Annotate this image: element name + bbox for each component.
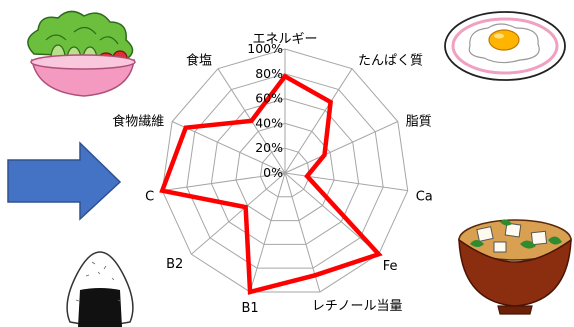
grid-spoke [284, 172, 321, 293]
series-line [159, 73, 383, 295]
tick-label: 20% [255, 140, 283, 155]
grid-spoke [162, 172, 286, 192]
category-label: Ca [416, 190, 433, 205]
fried-egg-illustration [444, 11, 566, 81]
tick-label: 100% [247, 41, 283, 56]
tick-label: 80% [255, 66, 283, 81]
category-label: B2 [166, 257, 183, 272]
grid-spoke [249, 172, 286, 293]
category-label: エネルギー [252, 32, 317, 47]
radial-tick-labels: 0% 20% 40% 60% 80% 100% [247, 41, 283, 180]
grid-spoke [284, 172, 380, 255]
salad-bowl-illustration [27, 10, 136, 97]
category-label: 食塩 [186, 53, 212, 69]
grid-ring-20 [259, 147, 311, 198]
category-label: Fe [383, 259, 398, 274]
grid-spoke [190, 172, 286, 255]
grid-ring-100 [161, 48, 409, 293]
grid-spoke [171, 121, 286, 174]
category-label: C [145, 190, 154, 205]
category-label: たんぱく質 [358, 54, 423, 69]
category-label: レチノール当量 [312, 299, 403, 314]
grid-spoke [284, 121, 399, 174]
category-label: 食物繊維 [112, 113, 164, 129]
onigiri-illustration [66, 251, 134, 327]
radar-series [159, 73, 383, 295]
tick-label: 40% [255, 115, 283, 130]
tick-label: 60% [255, 91, 283, 106]
grid-spoke [284, 68, 353, 174]
grid-ring-60 [210, 98, 360, 245]
category-label: 脂質 [406, 114, 432, 129]
grid-spoke [284, 172, 408, 192]
tick-label: 0% [263, 165, 283, 180]
category-label: B1 [241, 301, 258, 316]
miso-soup-illustration [458, 219, 572, 315]
blue-arrow-icon [7, 141, 122, 221]
